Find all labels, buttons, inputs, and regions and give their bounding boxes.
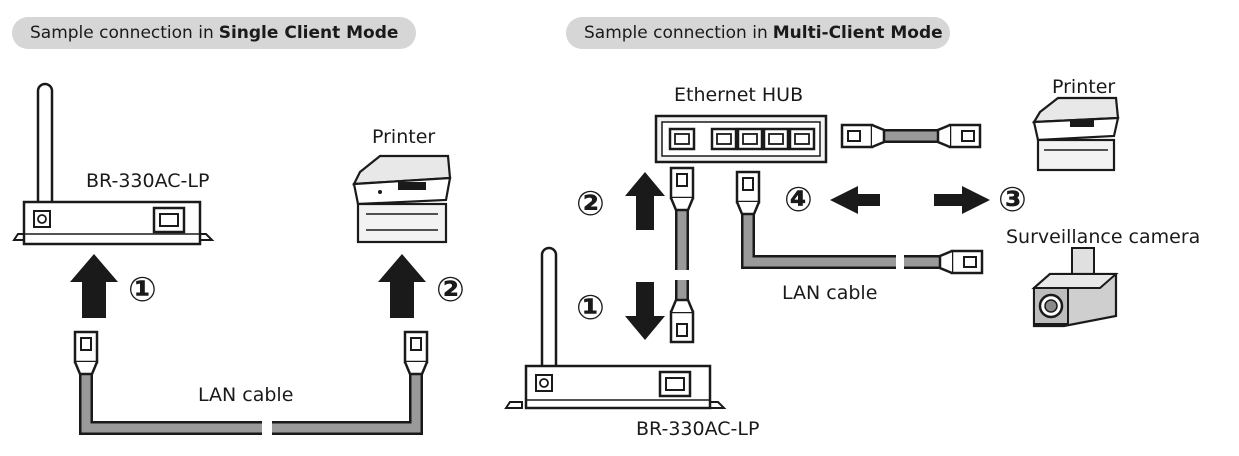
right-arrow-up-2 <box>625 172 665 230</box>
right-printer-icon <box>1031 96 1120 172</box>
right-arrow-right-3 <box>934 186 990 214</box>
left-step-2: ② <box>436 270 465 310</box>
left-step-1: ① <box>128 270 157 310</box>
right-arrow-left-4 <box>830 186 880 214</box>
right-step-2: ② <box>576 184 605 224</box>
left-br330-device <box>12 200 215 246</box>
right-arrow-down-1 <box>625 282 665 340</box>
left-lan-cable <box>73 330 429 435</box>
right-cable-label: LAN cable <box>782 282 878 304</box>
right-printer-label: Printer <box>1052 76 1116 98</box>
right-step-3: ③ <box>998 180 1027 220</box>
right-step-4: ④ <box>784 180 813 220</box>
single-caption-mode: Single Client Mode <box>218 23 399 43</box>
left-arrow-up-2 <box>378 254 426 318</box>
device-vertical-cable <box>669 166 695 344</box>
left-cable-label: LAN cable <box>198 384 294 406</box>
single-mode-caption: Sample connection in Single Client Mode <box>12 17 416 49</box>
right-br330-device <box>504 364 727 410</box>
multi-caption-mode: Multi-Client Mode <box>772 23 943 43</box>
left-printer-label: Printer <box>372 126 436 148</box>
multi-caption-prefix: Sample connection in <box>584 23 768 43</box>
left-antenna <box>36 82 54 210</box>
left-arrow-up-1 <box>70 254 118 318</box>
surveillance-camera-icon <box>1031 247 1119 328</box>
right-step-1: ① <box>576 288 605 328</box>
hub-camera-cable <box>735 170 984 275</box>
camera-label: Surveillance camera <box>1006 226 1201 248</box>
left-device-label: BR-330AC-LP <box>86 170 210 192</box>
ethernet-hub-icon <box>654 114 828 164</box>
multi-mode-caption: Sample connection in Multi-Client Mode <box>566 17 950 49</box>
hub-label: Ethernet HUB <box>674 84 804 106</box>
right-antenna <box>540 246 558 374</box>
hub-top-cable <box>840 123 982 149</box>
single-caption-prefix: Sample connection in <box>30 23 214 43</box>
left-printer-icon <box>352 154 452 244</box>
right-device-label: BR-330AC-LP <box>636 418 760 440</box>
